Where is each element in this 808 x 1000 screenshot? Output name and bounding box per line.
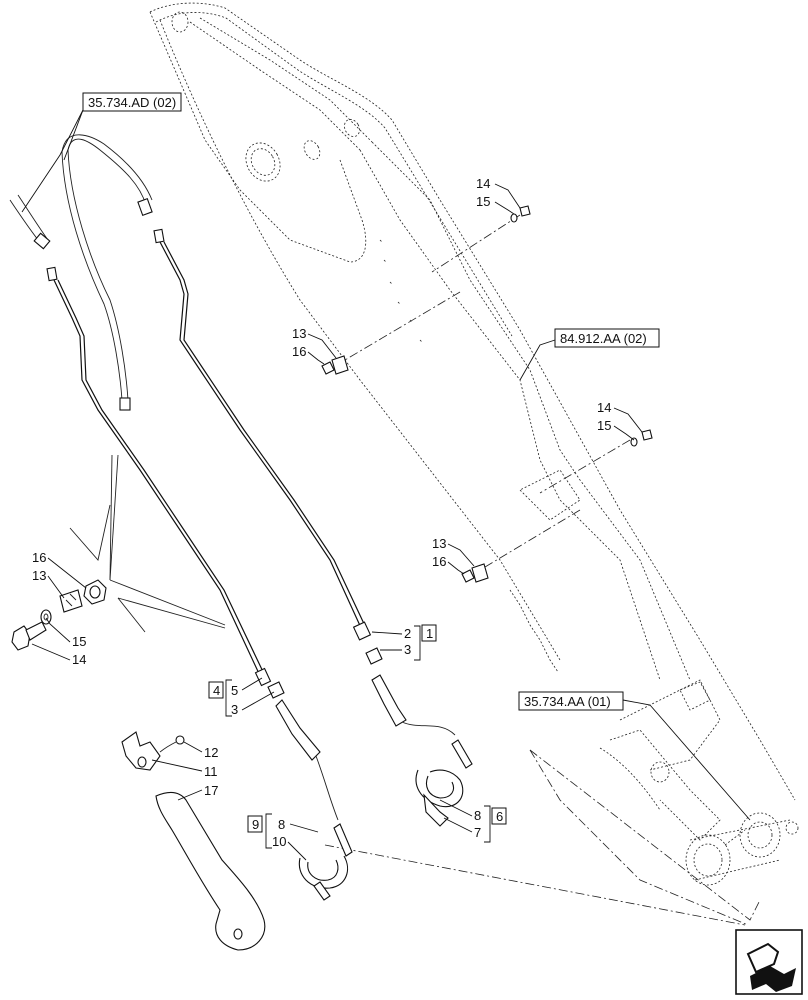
box-9 <box>247 815 263 833</box>
callout-12: 12 <box>204 745 218 760</box>
svg-text:35.734.AA (01): 35.734.AA (01) <box>524 694 611 709</box>
steel-pipe-right <box>153 228 372 641</box>
next-page-arrow-icon[interactable] <box>735 929 803 995</box>
fitting-right-3 <box>365 647 456 736</box>
callout-17: 17 <box>204 783 218 798</box>
callout-3-left: 3 <box>231 702 238 717</box>
callout-7: 7 <box>474 825 481 840</box>
steel-pipe-left <box>46 266 272 687</box>
ref-cylinder-35-734-aa[interactable]: 35.734.AA (01) <box>518 691 751 821</box>
callout-16-upper: 16 <box>292 344 306 359</box>
callout-14-lower: 14 <box>597 400 611 415</box>
callout-11: 11 <box>204 764 218 779</box>
hose-guard-17 <box>155 791 266 951</box>
callout-13-lower: 13 <box>432 536 446 551</box>
boom-bolt-upper <box>510 205 531 223</box>
svg-text:9: 9 <box>252 817 259 832</box>
callout-14-left: 14 <box>72 652 86 667</box>
washer-15 <box>40 609 52 625</box>
boom-clamp-lower <box>461 563 489 583</box>
callout-14-upper: 14 <box>476 176 490 191</box>
svg-text:1: 1 <box>426 626 433 641</box>
callout-8-left: 8 <box>278 817 285 832</box>
boom-clamp-upper <box>321 355 349 375</box>
callout-16-lower: 16 <box>432 554 446 569</box>
svg-text:6: 6 <box>496 809 503 824</box>
boom-assembly <box>149 2 799 886</box>
box-4 <box>208 681 224 699</box>
bolt-14 <box>11 625 31 651</box>
callout-13-upper: 13 <box>292 326 306 341</box>
callout-8-right: 8 <box>474 808 481 823</box>
hose-fitting-9 <box>298 823 353 901</box>
callout-15-left: 15 <box>72 634 86 649</box>
bracket-11-12 <box>121 731 185 771</box>
boom-bolt-lower <box>630 429 653 447</box>
ref-boom-84-912-aa[interactable]: 84.912.AA (02) <box>519 328 660 381</box>
callout-5: 5 <box>231 683 238 698</box>
fitting-left-3 <box>267 681 339 821</box>
callout-16-left: 16 <box>32 550 46 565</box>
assembly-guides <box>324 214 761 926</box>
ref-hose-35-734-ad[interactable]: 35.734.AD (02) <box>21 92 182 213</box>
callout-10: 10 <box>272 834 286 849</box>
callout-2: 2 <box>404 626 411 641</box>
clamp-exploded-view <box>11 454 226 651</box>
svg-text:35.734.AD (02): 35.734.AD (02) <box>88 95 176 110</box>
clamp-13 <box>59 589 83 613</box>
hose-fitting-6 <box>415 739 473 827</box>
hose-assembly-left <box>9 134 153 411</box>
callout-13-left: 13 <box>32 568 46 583</box>
callout-15-upper: 15 <box>476 194 490 209</box>
callout-3-right: 3 <box>404 642 411 657</box>
box-1 <box>421 624 437 642</box>
box-6 <box>491 807 507 825</box>
svg-text:4: 4 <box>213 683 220 698</box>
svg-text:84.912.AA (02): 84.912.AA (02) <box>560 331 647 346</box>
callout-15-lower: 15 <box>597 418 611 433</box>
